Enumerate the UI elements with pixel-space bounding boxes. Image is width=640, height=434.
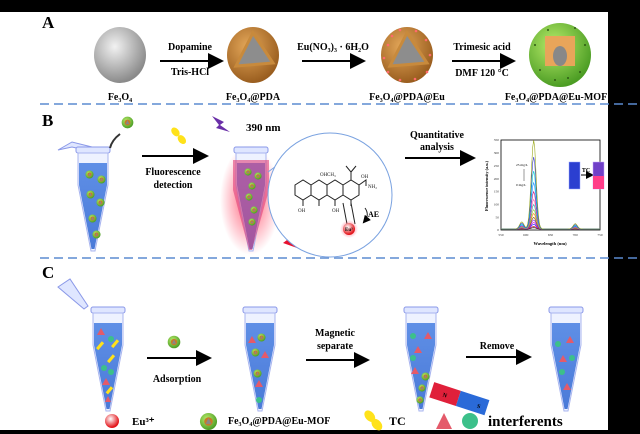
step-label: detection	[154, 180, 193, 191]
annotation-top: 25 mg/L	[516, 163, 528, 167]
circle-interferent-icon	[462, 413, 478, 429]
oh-label: OH	[298, 209, 306, 214]
mof-particle-icon	[167, 335, 181, 349]
step-label: Dopamine	[168, 42, 212, 53]
energy-transfer-arrow	[362, 207, 371, 224]
spectrum-line	[501, 140, 600, 230]
open-tube-icon	[57, 141, 111, 252]
oh-label: OH	[361, 175, 369, 180]
eu-ion-icon	[105, 414, 119, 428]
step-label: Adsorption	[153, 374, 202, 385]
nh2-label: NH₂	[368, 185, 377, 190]
y-tick-label: 50	[496, 215, 500, 219]
step-label: Quantitative	[410, 130, 464, 141]
fe3o4-pda-eu-sphere-icon	[381, 27, 433, 83]
material-label: Fe₃O₄@PDA	[226, 92, 281, 103]
triangle-interferent-icon	[436, 413, 452, 429]
step-label: Tris-HCl	[171, 67, 209, 78]
legend-eu-label: Eu³⁺	[132, 416, 155, 428]
y-axis-label: Fluorescence intensity (a.u.)	[484, 160, 489, 211]
y-tick-label: 350	[494, 138, 500, 142]
y-tick-label: 250	[494, 164, 500, 168]
magnet-n-label: N	[442, 393, 449, 400]
material-label: Fe₃O₄	[108, 92, 132, 103]
material-label: Fe₃O₄@PDA@Eu	[369, 92, 445, 103]
x-axis-label: Wavelength (nm)	[533, 241, 567, 246]
step-label: separate	[317, 341, 354, 352]
glowing-tube-icon	[233, 146, 269, 252]
oh-label: OH	[320, 173, 328, 178]
vial-before	[568, 161, 581, 190]
panel-label-a: A	[42, 13, 55, 32]
material-label: Fe₃O₄@PDA@Eu-MOF	[505, 92, 607, 103]
fe3o4-sphere-icon	[94, 27, 146, 83]
panel-label-b: B	[42, 111, 53, 130]
vial-after-liquid	[593, 176, 604, 189]
magnet-s-label: S	[476, 404, 482, 411]
eu-ion-icon	[343, 223, 355, 235]
y-tick-label: 150	[494, 190, 500, 194]
adsorbed-tube-icon	[242, 306, 278, 412]
separated-tube-icon	[403, 306, 439, 412]
step-label: Trimesic acid	[453, 42, 511, 53]
x-tick-label: 550	[498, 233, 504, 237]
add-arrow-icon	[109, 133, 121, 149]
legend-mof-label: Fe₃O₄@PDA@Eu-MOF	[228, 416, 330, 427]
tc-molecule-icon	[364, 410, 383, 431]
ch3-label: CH₃	[327, 173, 336, 178]
mof-particle-icon	[121, 116, 134, 129]
panel-label-c: C	[42, 263, 54, 282]
fe3o4-pda-sphere-icon	[227, 27, 279, 83]
step-label: Remove	[480, 341, 515, 352]
vial-arrow-label: TC	[582, 168, 590, 174]
step-label: Magnetic	[315, 328, 356, 339]
annotation-bottom: 0 mg/L	[516, 183, 526, 187]
uv-bolt-icon	[212, 116, 230, 132]
step-label: DMF 120 °C	[455, 68, 509, 79]
x-tick-label: 750	[597, 233, 603, 237]
legend-tc-label: TC	[389, 414, 406, 428]
excitation-label: 390 nm	[246, 122, 281, 134]
eu-label: Eu³	[345, 227, 353, 233]
step-label: analysis	[420, 142, 454, 153]
x-tick-label: 650	[548, 233, 554, 237]
legend-interferents-label: interferents	[488, 414, 563, 430]
y-tick-label: 200	[494, 177, 500, 181]
legend: Eu³⁺ Fe₃O₄@PDA@Eu-MOF TC interferents	[105, 410, 563, 431]
y-tick-label: 300	[494, 151, 500, 155]
mof-particle-icon	[199, 412, 218, 431]
oh-label: OH	[332, 209, 340, 214]
sample-tube-icon	[57, 278, 126, 412]
ae-label: AE	[368, 210, 379, 219]
magnified-view	[267, 132, 393, 258]
tc-molecule-icon	[171, 127, 187, 145]
step-label: Eu(NO₃)₃ · 6H₂O	[297, 42, 369, 53]
x-tick-label: 600	[523, 233, 529, 237]
clean-tube-icon	[548, 306, 584, 412]
x-tick-label: 700	[573, 233, 579, 237]
y-tick-label: 0	[497, 228, 499, 232]
step-label: Fluorescence	[145, 167, 201, 178]
tetracycline-structure	[294, 165, 367, 225]
fluorescence-chart: 550 600 650 700 750 0 50 100 150 200 250 300 350 Wav…	[484, 138, 605, 246]
magnet-icon: N S	[429, 382, 490, 416]
y-tick-label: 100	[494, 202, 500, 206]
fe3o4-pda-eu-mof-sphere-icon	[529, 23, 591, 87]
